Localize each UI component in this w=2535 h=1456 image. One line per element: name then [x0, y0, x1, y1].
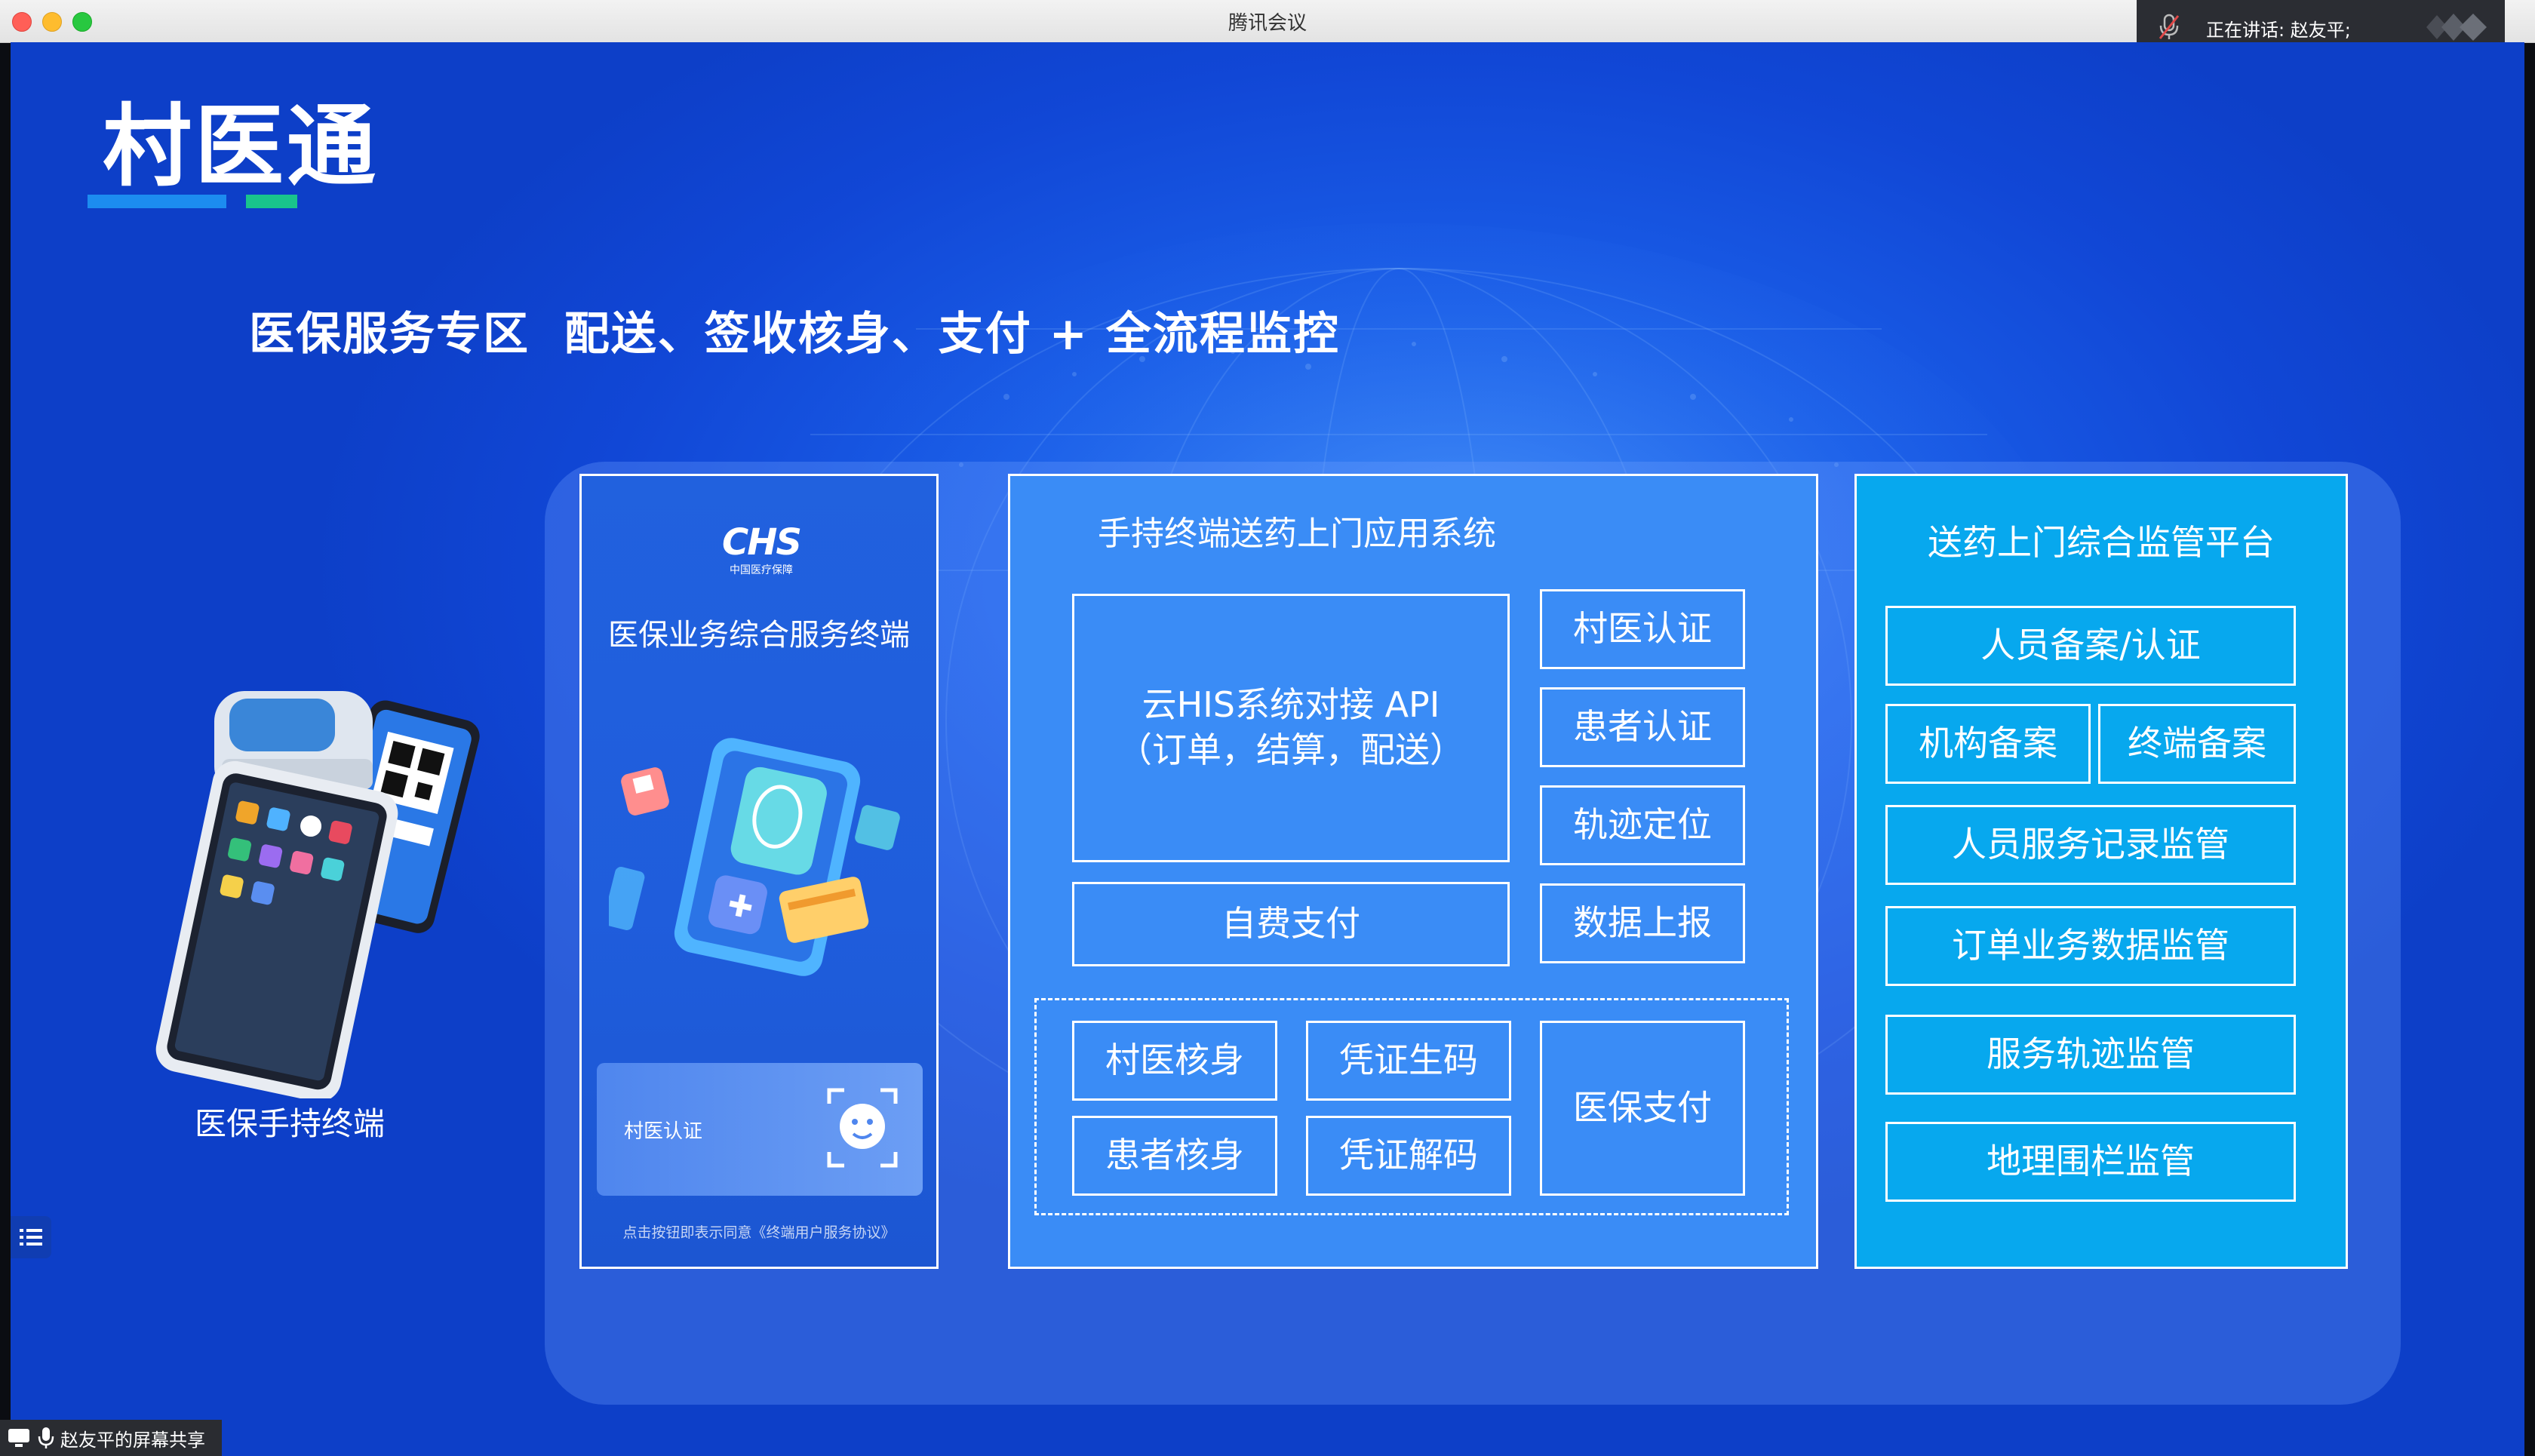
- voucher-generate-box: 凭证生码: [1306, 1021, 1511, 1101]
- device-label: 医保手持终端: [194, 1105, 385, 1142]
- auth-label: 村医认证: [624, 1120, 703, 1143]
- participant-avatars-icon: [2426, 14, 2487, 41]
- title-underline-blue: [88, 195, 226, 208]
- chs-logo-subtext: 中国医疗保障: [730, 564, 793, 576]
- maximize-window-button[interactable]: [72, 12, 92, 32]
- screen-share-indicator[interactable]: 赵友平的屏幕共享: [0, 1420, 222, 1456]
- api-box-line1: 云HIS系统对接 API: [1142, 684, 1440, 726]
- service-track-supervision-box: 服务轨迹监管: [1885, 1015, 2296, 1095]
- window-title: 腾讯会议: [1228, 12, 1307, 35]
- api-box: 云HIS系统对接 API （订单，结算，配送）: [1072, 594, 1510, 862]
- list-toggle-button[interactable]: [11, 1216, 51, 1258]
- terminal-illustration: ✚: [609, 738, 900, 976]
- data-report-box: 数据上报: [1540, 883, 1745, 963]
- chs-logo-text: CHS: [722, 521, 802, 564]
- village-doctor-auth-button[interactable]: 村医认证: [597, 1063, 923, 1196]
- verification-group: [1034, 998, 1789, 1215]
- voucher-decode-box: 凭证解码: [1306, 1116, 1511, 1196]
- service-agreement-text: 点击按钮即表示同意《终端用户服务协议》: [622, 1224, 896, 1241]
- geofence-supervision-box: 地理围栏监管: [1885, 1122, 2296, 1202]
- minimize-window-button[interactable]: [42, 12, 62, 32]
- speaker-label: 正在讲话: 赵友平;: [2206, 20, 2351, 41]
- close-window-button[interactable]: [12, 12, 32, 32]
- service-record-supervision-box: 人员服务记录监管: [1885, 805, 2296, 885]
- terminal-card: CHS 中国医疗保障 医保业务综合服务终端 ✚ 村医认证 点击按钮即表示同意《终…: [579, 474, 939, 1269]
- title-underline-green: [246, 195, 297, 208]
- system-title: 手持终端送药上门应用系统: [1098, 515, 1496, 553]
- screen-share-label: 赵友平的屏幕共享: [60, 1429, 205, 1451]
- microphone-icon: [38, 1427, 54, 1448]
- terminal-title: 医保业务综合服务终端: [608, 618, 910, 653]
- face-scan-icon: [827, 1088, 898, 1168]
- system-card: 手持终端送药上门应用系统 云HIS系统对接 API （订单，结算，配送） 自费支…: [1008, 474, 1818, 1269]
- institution-record-box: 机构备案: [1885, 704, 2091, 784]
- list-icon: [20, 1229, 42, 1246]
- handheld-terminal-image: [155, 691, 480, 1098]
- slide-subtitle: 医保服务专区 配送、签收核身、支付 + 全流程监控: [249, 308, 1340, 361]
- terminal-record-box: 终端备案: [2098, 704, 2296, 784]
- patient-auth-box: 患者认证: [1540, 687, 1745, 767]
- slide-title: 村医通: [103, 94, 379, 198]
- insurance-pay-box: 医保支付: [1540, 1021, 1745, 1196]
- patient-verify-box: 患者核身: [1072, 1116, 1277, 1196]
- chs-logo: CHS 中国医疗保障: [582, 521, 941, 577]
- village-doctor-auth-box: 村医认证: [1540, 589, 1745, 669]
- screen-share-icon: [8, 1429, 29, 1447]
- api-box-line2: （订单，结算，配送）: [1117, 730, 1464, 770]
- self-pay-box: 自费支付: [1072, 882, 1510, 966]
- personnel-record-box: 人员备案/认证: [1885, 606, 2296, 686]
- mic-muted-icon: [2159, 14, 2180, 39]
- village-doctor-verify-box: 村医核身: [1072, 1021, 1277, 1101]
- track-location-box: 轨迹定位: [1540, 785, 1745, 865]
- order-data-supervision-box: 订单业务数据监管: [1885, 906, 2296, 986]
- platform-title: 送药上门综合监管平台: [1928, 522, 2275, 563]
- platform-card: 送药上门综合监管平台 人员备案/认证 机构备案 终端备案 人员服务记录监管 订单…: [1854, 474, 2348, 1269]
